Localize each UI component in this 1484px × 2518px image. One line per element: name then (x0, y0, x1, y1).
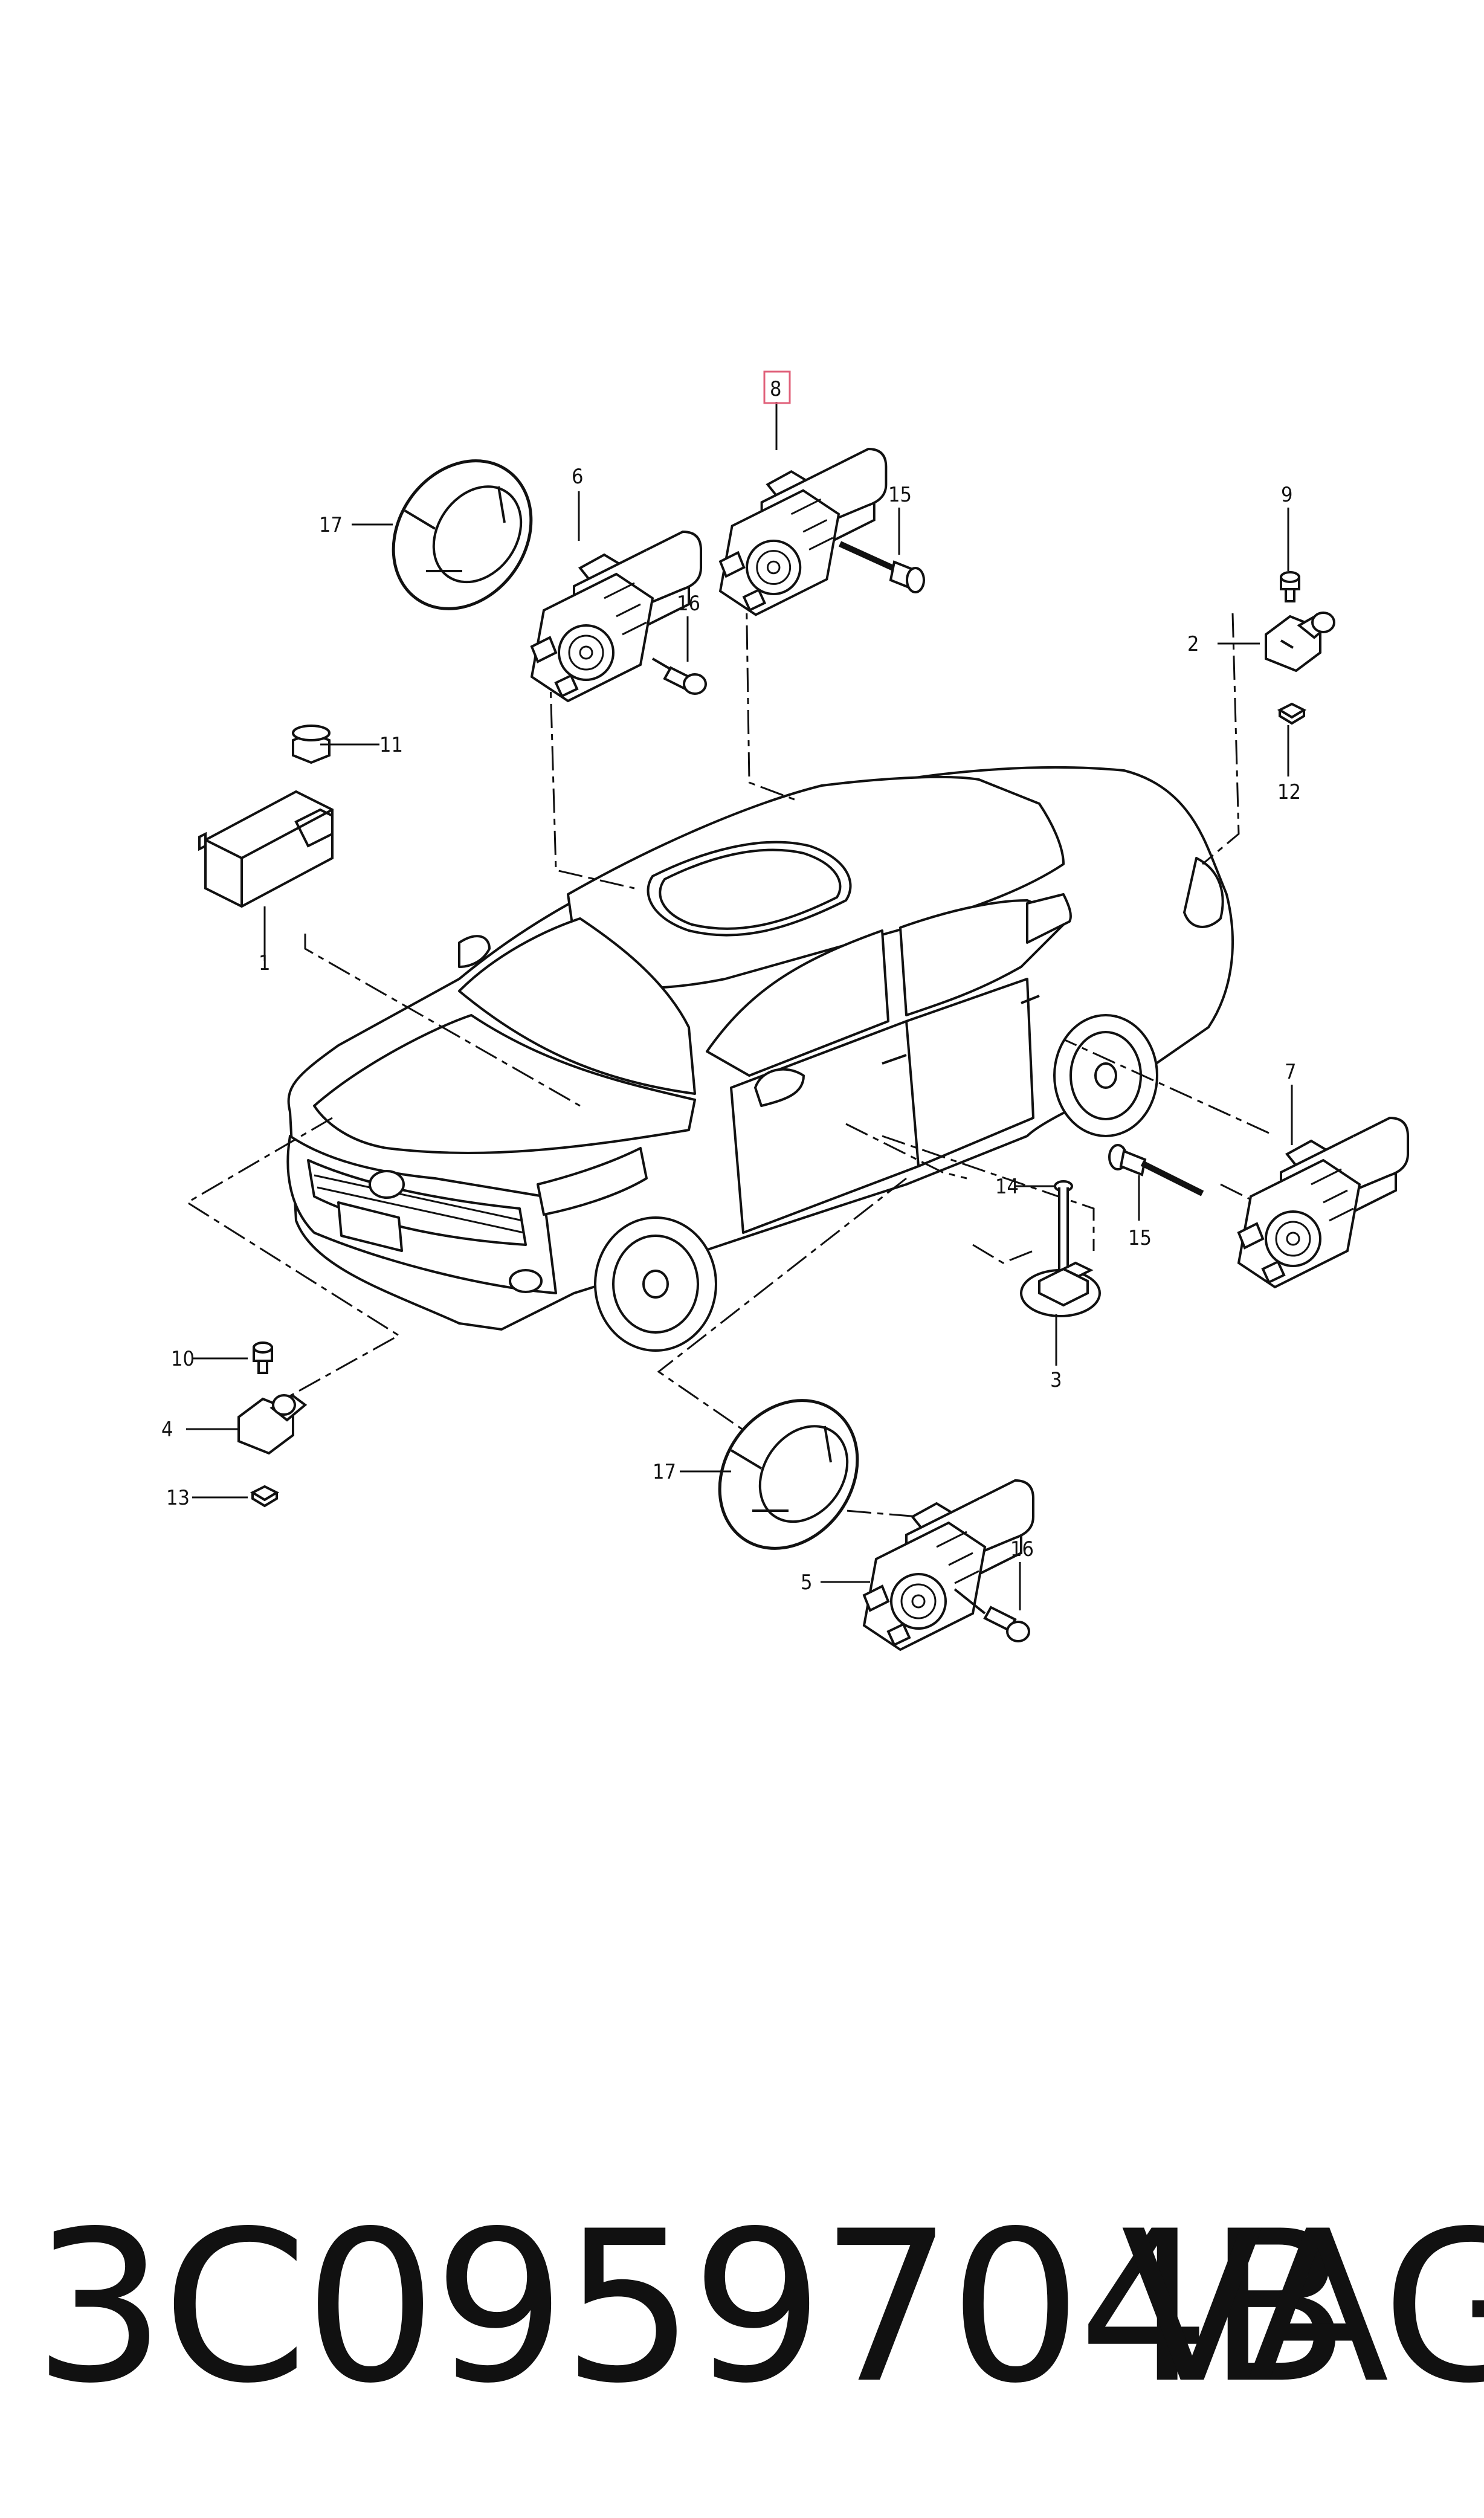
callout-5: 5 (801, 1571, 812, 1595)
callout-15-right: 15 (1128, 1226, 1152, 1250)
crash-sensor-4 (237, 1394, 308, 1455)
pressure-sensor-3 (1020, 1261, 1101, 1317)
callout-11: 11 (379, 733, 403, 757)
bolt-10 (253, 1341, 273, 1374)
screw-16-bottom (953, 1588, 1030, 1642)
bolt-15-right (1108, 1144, 1204, 1196)
callout-8: 8 (770, 377, 781, 401)
callout-3: 3 (1050, 1368, 1062, 1392)
nut-12 (1277, 702, 1307, 725)
nut-13 (250, 1485, 280, 1508)
callout-16-bottom: 16 (1010, 1537, 1034, 1561)
nut-11 (292, 725, 331, 764)
exploded-parts-diagram: 17 6 16 8 15 9 2 12 11 1 7 15 14 3 10 4 … (161, 370, 1409, 1651)
bolt-9 (1280, 571, 1300, 602)
window-motor-8 (719, 448, 888, 616)
callout-2: 2 (1187, 632, 1199, 656)
window-motor-7 (1237, 1117, 1409, 1288)
callout-10: 10 (171, 1347, 195, 1371)
leader-lines (186, 583, 1294, 1518)
callout-1: 1 (259, 951, 270, 975)
sound-insulator-top (365, 434, 559, 635)
stud-14 (1054, 1180, 1073, 1276)
part-number: 3C0959704B (33, 2187, 1350, 2429)
callout-14: 14 (995, 1175, 1019, 1199)
sound-insulator-bottom (691, 1374, 885, 1575)
callout-7: 7 (1285, 1060, 1296, 1084)
callout-leaders (186, 402, 1293, 1610)
bolt-15-top (838, 541, 925, 593)
callout-17-top: 17 (319, 513, 343, 537)
callout-9: 9 (1281, 483, 1292, 507)
highlight-box-8 (763, 370, 791, 404)
callout-6: 6 (572, 465, 583, 489)
callout-labels: 17 6 16 8 15 9 2 12 11 1 7 15 14 3 10 4 … (161, 377, 1301, 1595)
sedan-illustration (286, 766, 1234, 1352)
callout-16-top: 16 (677, 592, 700, 616)
callout-4: 4 (161, 1418, 173, 1442)
screw-16-top (651, 657, 707, 695)
callout-17-bottom: 17 (653, 1460, 676, 1484)
airbag-control-unit-1 (198, 790, 334, 908)
callout-13: 13 (166, 1486, 190, 1510)
callout-15-top: 15 (888, 483, 912, 507)
crash-sensor-2 (1265, 612, 1335, 673)
brand-label: VAG (1121, 2187, 1484, 2429)
callout-12: 12 (1277, 780, 1301, 804)
